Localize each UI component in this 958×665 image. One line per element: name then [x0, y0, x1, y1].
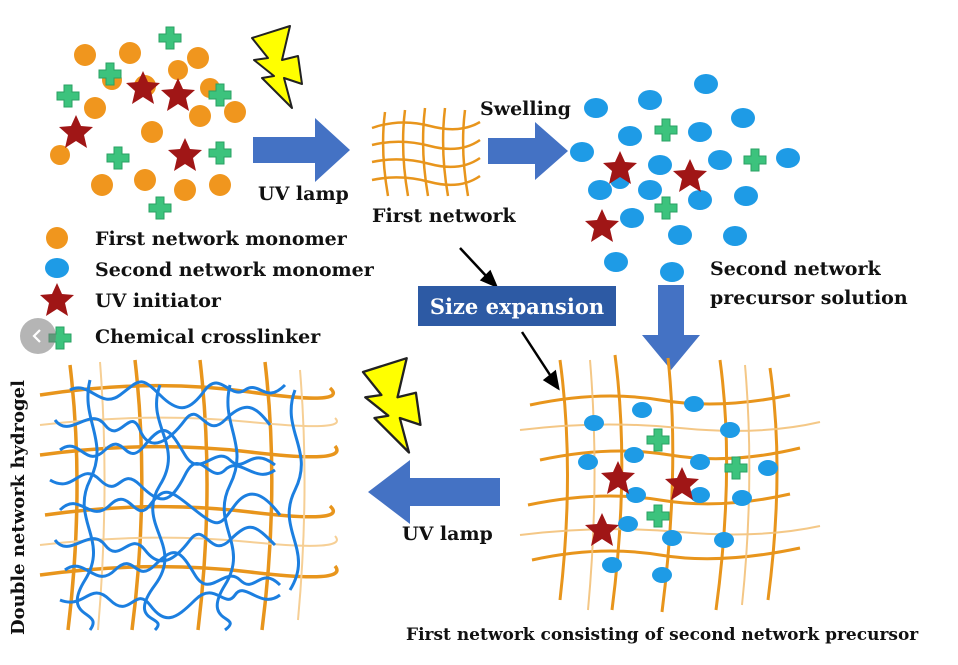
legend-second-network-monomer: Second network monomer — [95, 259, 375, 281]
second-monomer-particles — [570, 74, 800, 282]
mixed-crosslinker-crosses — [646, 428, 748, 528]
uv-initiator-stars — [59, 71, 202, 171]
uv-lightning-bottom-icon — [361, 357, 422, 454]
uv-lamp-top-label: UV lamp — [258, 183, 349, 205]
second-network-chains — [49, 379, 303, 632]
uv-lightning-top-icon — [251, 25, 303, 109]
arrow-swelling — [488, 122, 568, 180]
arrow-to-first-network — [253, 118, 350, 182]
legend: First network monomer Second network mon… — [40, 227, 375, 350]
arrow-to-double-network — [368, 460, 500, 524]
chevron-left-icon — [32, 329, 41, 343]
red-star-icon — [40, 283, 74, 316]
blue-ellipse-icon — [45, 258, 69, 278]
previous-slide-button[interactable] — [20, 318, 56, 354]
monomer-mixture — [50, 26, 246, 220]
legend-uv-initiator: UV initiator — [95, 290, 222, 312]
arrow-down-to-mixed-network — [642, 285, 700, 370]
double-network-hydrogel-label: Double network hydrogel — [8, 380, 29, 635]
first-monomer-particles — [50, 42, 246, 201]
orange-circle-icon — [46, 227, 68, 249]
legend-chemical-crosslinker: Chemical crosslinker — [95, 326, 321, 348]
bottom-caption: First network consisting of second netwo… — [406, 625, 919, 645]
size-expansion-label: Size expansion — [418, 286, 616, 326]
second-network-label-line2: precursor solution — [710, 287, 908, 309]
legend-first-network-monomer: First network monomer — [95, 228, 348, 250]
first-network-label: First network — [372, 205, 517, 227]
pointer-arrows — [459, 247, 560, 391]
first-network-mesh — [371, 107, 481, 197]
mixed-second-monomers — [578, 396, 778, 583]
mixed-network — [519, 354, 821, 613]
second-network-label-line1: Second network — [710, 258, 881, 280]
swelling-label: Swelling — [480, 98, 571, 120]
uv-lamp-bottom-label: UV lamp — [402, 523, 493, 545]
double-network-hydrogel — [39, 359, 339, 632]
second-network-precursor-solution — [570, 74, 800, 282]
